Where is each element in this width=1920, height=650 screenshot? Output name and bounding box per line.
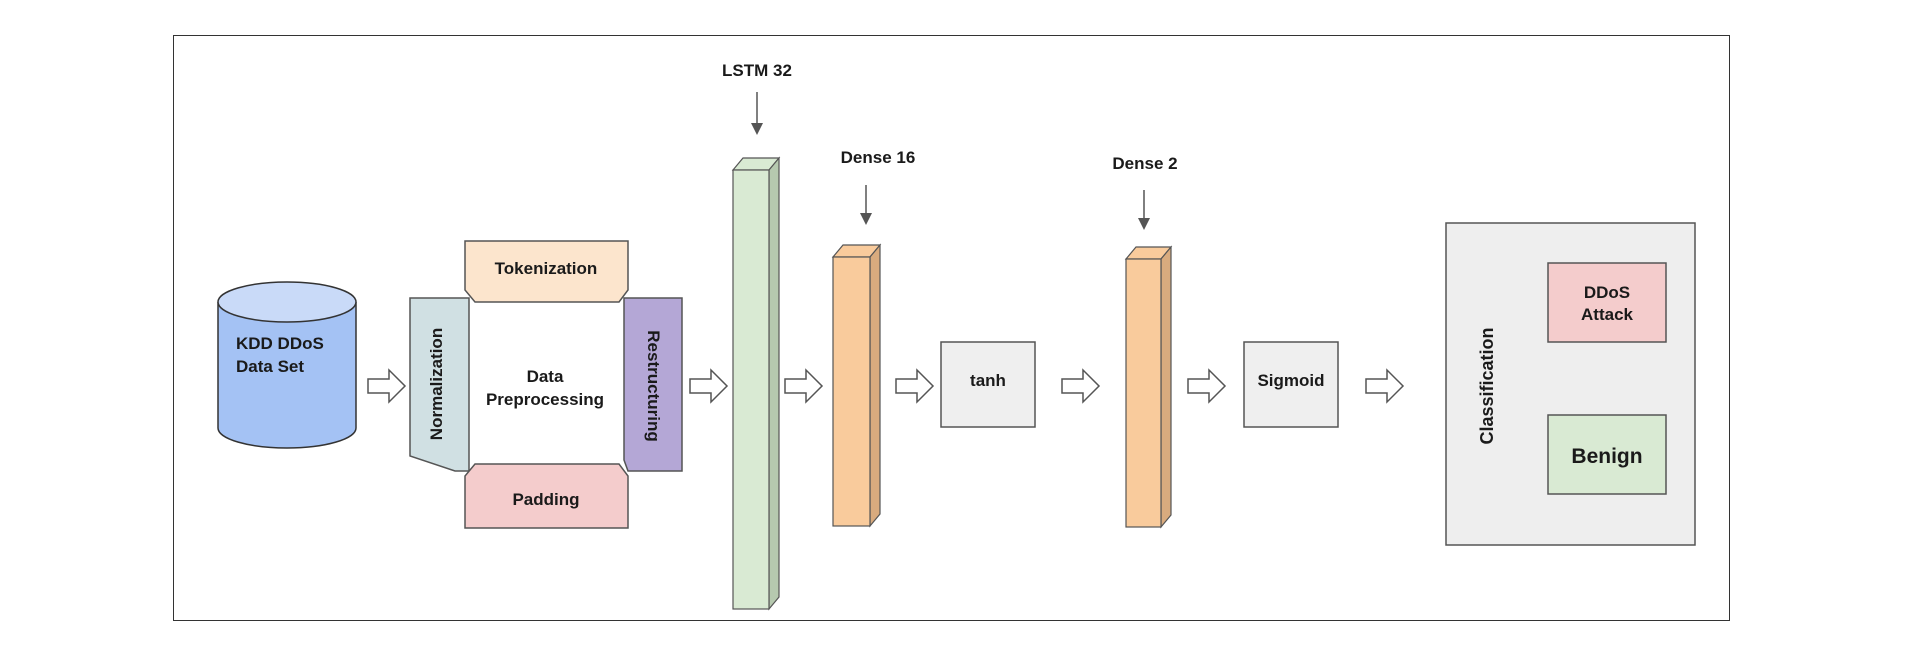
preprocessing-center-line2: Preprocessing (486, 390, 604, 409)
dense2-layer-side (1160, 245, 1172, 529)
preprocessing-center-line1: Data (527, 367, 564, 386)
flow-arrow-1 (367, 368, 407, 404)
tanh-activation: tanh (940, 341, 1036, 428)
flow-arrow-3 (784, 368, 824, 404)
benign-box (1547, 414, 1667, 495)
padding-box (464, 463, 629, 529)
ddos-attack-label-line2: Attack (1581, 305, 1634, 324)
dense2-layer-front (1125, 258, 1162, 528)
classification-label: Classification (1477, 327, 1497, 444)
preprocessing-block: Tokenization Normalization Restructuring… (409, 240, 683, 529)
tanh-box (940, 341, 1036, 428)
flow-arrow-5 (1061, 368, 1101, 404)
dataset-cylinder-top (217, 281, 357, 323)
dense2-label: Dense 2 (1112, 154, 1177, 173)
lstm-layer: LSTM 32 (722, 61, 792, 611)
flow-arrow-6 (1187, 368, 1227, 404)
dataset-label-line2: Data Set (236, 357, 304, 376)
ddos-attack-box (1547, 262, 1667, 343)
sigmoid-box (1243, 341, 1339, 428)
tokenization-box (464, 240, 629, 303)
lstm-layer-side (768, 156, 780, 611)
dense2-layer: Dense 2 (1112, 154, 1178, 529)
flow-arrow-2 (689, 368, 729, 404)
tokenization-label: Tokenization (495, 259, 598, 278)
dense16-label: Dense 16 (841, 148, 916, 167)
dense16-layer-front (832, 256, 871, 527)
normalization-box (409, 297, 470, 472)
dataset-cylinder: KDD DDoS Data Set (217, 281, 357, 449)
dense16-layer-side (869, 243, 881, 528)
tanh-label: tanh (970, 371, 1006, 390)
dataset-label-line1: KDD DDoS (236, 334, 324, 353)
normalization-label: Normalization (427, 328, 446, 440)
sigmoid-activation: Sigmoid (1243, 341, 1339, 428)
dense16-layer: Dense 16 (831, 148, 916, 528)
restructuring-box (623, 297, 683, 472)
ddos-attack-label-line1: DDoS (1584, 283, 1630, 302)
classification-block: Classification DDoS Attack Benign (1445, 222, 1696, 546)
dataset-cylinder-body (217, 302, 357, 449)
benign-label: Benign (1571, 445, 1642, 468)
restructuring-label: Restructuring (644, 330, 663, 441)
flow-arrow-7 (1365, 368, 1405, 404)
flow-arrow-4 (895, 368, 935, 404)
padding-label: Padding (512, 490, 579, 509)
sigmoid-label: Sigmoid (1257, 371, 1324, 390)
lstm-layer-front (732, 169, 770, 610)
lstm-label: LSTM 32 (722, 61, 792, 80)
